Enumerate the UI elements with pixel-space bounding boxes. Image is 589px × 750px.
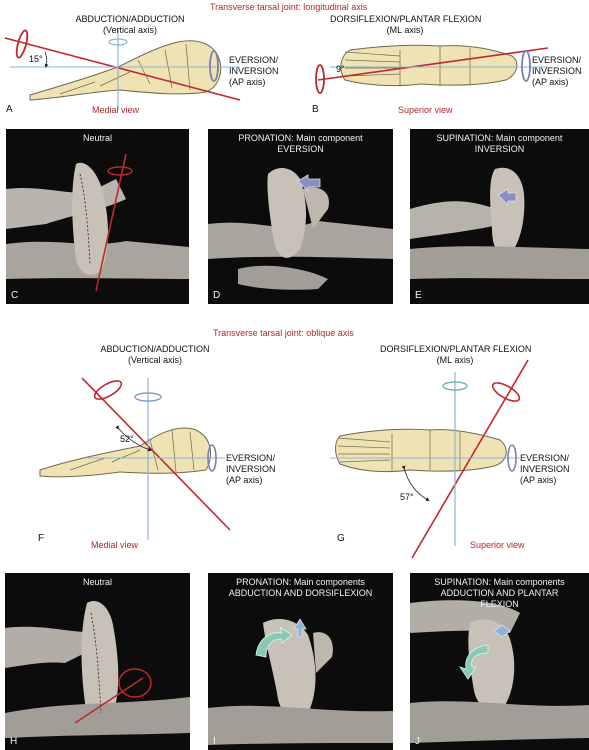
photo-i-letter: I [213,736,216,747]
foot-bones-superior-b [340,44,518,87]
panel-b-diagram [315,44,549,94]
photo-j-letter: J [415,736,420,747]
panel-f-diagram [39,377,231,540]
oblique-axis-f [81,377,231,531]
ml-rotation-arrow-g [442,381,468,391]
photo-d-illustration [208,167,393,290]
panel-a-side-label: EVERSION/ INVERSION (AP axis) [229,55,279,87]
photo-h-caption: Neutral [82,577,112,587]
eversion-rotation-arrow-g [507,444,517,472]
photo-c-letter: C [11,290,19,301]
panel-b-side-label: EVERSION/ INVERSION (AP axis) [532,55,582,87]
panel-g-diagram [330,359,529,559]
vertical-rotation-arrow-f [134,392,162,402]
eversion-arrow-d [297,174,321,192]
photo-h-illustration [5,601,190,738]
oblique-rotation-arrow-f [93,380,123,400]
photo-panel-j: SUPINATION: Main components ADDUCTION AN… [410,573,589,750]
panel-a-letter: A [6,104,13,115]
panel-g-side-label: EVERSION/ INVERSION (AP axis) [520,453,570,485]
photo-j-illustration [410,600,589,743]
oblique-axis-g [411,359,529,559]
panel-g-axis-label: DORSIFLEXION/PLANTAR FLEXION (ML axis) [380,344,532,365]
photo-panel-c: Neutral C [6,129,189,304]
section-title-longitudinal: Transverse tarsal joint: longitudinal ax… [210,2,368,12]
inversion-arrow-e [497,188,517,206]
angle-arc-a [44,51,49,68]
longitudinal-rotation-arrow-b [315,64,325,94]
panel-f-side-label: EVERSION/ INVERSION (AP axis) [226,453,276,485]
panel-f-view: Medial view [91,540,139,550]
photo-i-caption: PRONATION: Main components ABDUCTION AND… [228,577,373,598]
photo-d-caption: PRONATION: Main component EVERSION [238,133,363,154]
dorsiflexion-arrow-i [293,618,307,638]
photo-e-caption: SUPINATION: Main component INVERSION [436,133,563,154]
angle-arc-f [115,425,152,452]
longitudinal-axis-b [317,47,549,81]
panel-g-angle: 57° [400,492,414,502]
panel-f-angle: 52° [120,434,134,444]
photo-j-caption: SUPINATION: Main components ADDUCTION AN… [434,577,565,609]
photo-i-illustration [208,618,393,745]
eversion-rotation-arrow-a [209,50,219,82]
longitudinal-rotation-arrow-a [15,29,29,59]
panel-f-letter: F [38,533,45,544]
vertical-rotation-arrow-a [108,38,128,46]
foot-bones-superior-g [335,428,507,473]
eversion-rotation-arrow-b [521,50,531,82]
photo-panel-h: Neutral H [5,573,190,750]
plantar-flexion-arrow-j [493,624,511,638]
longitudinal-axis-a [4,37,241,101]
panel-a-axis-label: ABDUCTION/ADDUCTION (Vertical axis) [75,14,185,35]
panel-b-angle: 9° [336,64,345,74]
photo-d-letter: D [213,290,221,301]
eversion-rotation-arrow-f [207,444,217,472]
panel-b-letter: B [312,104,319,115]
panel-g-view: Superior view [470,540,525,550]
photo-e-letter: E [415,290,422,301]
oblique-rotation-arrow-g [491,382,521,402]
panel-g-letter: G [337,533,345,544]
photo-c-caption: Neutral [82,133,112,143]
panel-a-diagram [4,28,241,110]
photo-panel-d: PRONATION: Main component EVERSION D [208,129,393,304]
adduction-arrow-j [459,644,489,680]
panel-a-view: Medial view [92,105,140,115]
panel-a-angle: 15° [29,54,43,64]
photo-e-illustration [410,167,589,279]
panel-b-axis-label: DORSIFLEXION/PLANTAR FLEXION (ML axis) [330,14,482,35]
photo-c-illustration [6,153,189,292]
section-title-oblique: Transverse tarsal joint: oblique axis [213,328,354,338]
photo-panel-e: SUPINATION: Main component INVERSION E [410,129,589,304]
panel-f-axis-label: ABDUCTION/ADDUCTION (Vertical axis) [100,344,210,365]
angle-arc-g [401,465,430,501]
photo-h-letter: H [10,736,18,747]
panel-b-view: Superior view [398,105,453,115]
abduction-arrow-i [255,626,293,658]
photo-panel-i: PRONATION: Main components ABDUCTION AND… [208,573,393,750]
